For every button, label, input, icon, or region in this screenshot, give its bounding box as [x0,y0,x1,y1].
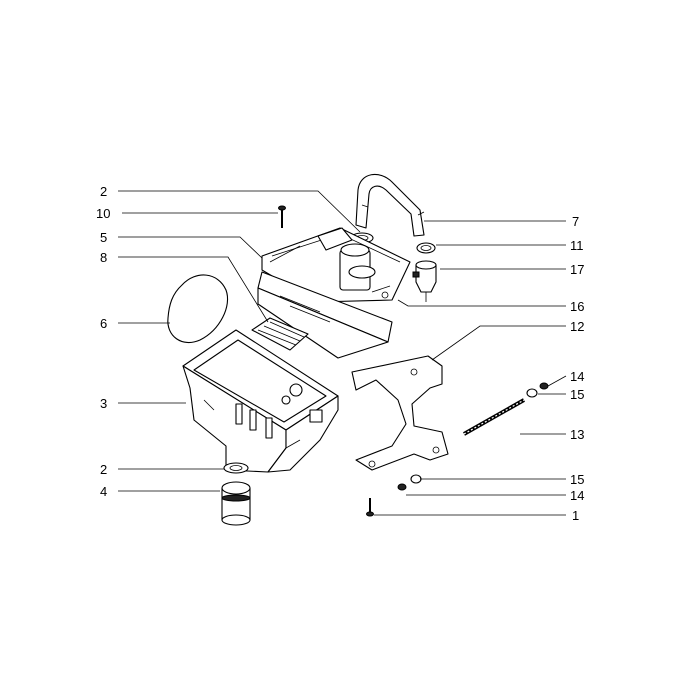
callout-5: 5 [100,230,107,245]
filter-box-housing [182,329,339,473]
callout-17: 17 [570,262,584,277]
callout-8: 8 [100,250,107,265]
threaded-rod [463,398,525,436]
callout-2-upper: 2 [100,184,107,199]
lower-clamp [223,462,249,474]
callout-2-lower: 2 [100,462,107,477]
lower-washer [410,474,422,484]
check-valve [412,260,437,302]
leader-lines-left [118,190,361,492]
filter-box-cover [261,227,411,303]
leader-lines-right [374,220,567,516]
callout-3: 3 [100,396,107,411]
callouts-right: 7 11 17 16 12 14 15 13 15 14 1 [570,214,584,523]
bracket-screw [366,498,374,517]
callout-15-lower: 15 [570,472,584,487]
sponge-filter [167,274,228,344]
callout-7: 7 [572,214,579,229]
mounting-bracket [351,355,449,471]
callout-10: 10 [96,206,110,221]
upper-washer [526,388,538,398]
callout-16: 16 [570,299,584,314]
upper-nut [539,382,549,390]
callout-1: 1 [572,508,579,523]
grid-insert [251,317,309,351]
rubber-sleeve [221,481,251,526]
callouts-left: 2 10 5 8 6 3 2 4 [96,184,110,499]
callout-12: 12 [570,319,584,334]
breather-hose [355,173,425,237]
cover-screw [278,205,286,228]
filter-element [257,271,393,359]
hose-clamp [416,242,436,254]
callout-6: 6 [100,316,107,331]
callout-13: 13 [570,427,584,442]
callout-4: 4 [100,484,107,499]
callout-15-upper: 15 [570,387,584,402]
lower-nut [397,483,407,491]
callout-14-upper: 14 [570,369,584,384]
callout-11: 11 [570,238,584,253]
callout-14-lower: 14 [570,488,584,503]
